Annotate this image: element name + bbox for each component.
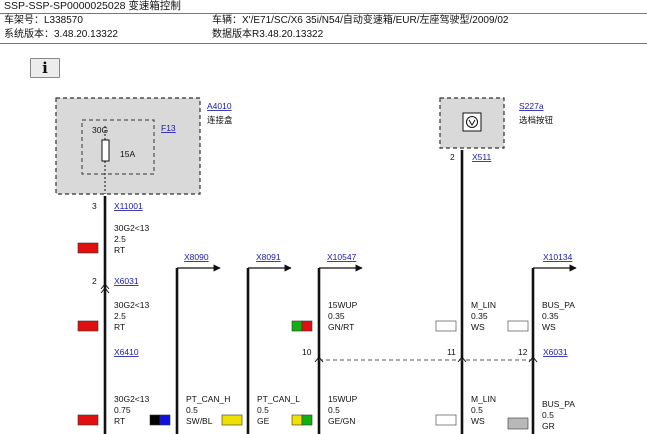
wire-label-circuit: 15WUP [328, 394, 358, 404]
header-row-2: 系统版本：3.48.20.13322 数据版本R3.48.20.13322 [0, 29, 647, 43]
header-divider-bottom [0, 43, 647, 44]
connector-x6031-pin: 2 [92, 276, 97, 286]
wire-label-size: 0.5 [257, 405, 269, 415]
info-button[interactable]: i [30, 58, 60, 78]
wire-label-color: WS [471, 322, 485, 332]
connector-x6031-symbol [100, 283, 110, 294]
wire-color-swatch-red [301, 320, 313, 332]
wire-color-swatch [435, 320, 457, 332]
connector-x511-pin: 2 [450, 152, 455, 162]
wire-label-size: 0.5 [542, 410, 554, 420]
wire-label-circuit: 30G2<13 [114, 300, 149, 310]
wire-color-swatch [221, 414, 243, 426]
fuse-pin-label: 30G [92, 125, 108, 135]
wire-color-swatch-green [291, 320, 303, 332]
wire-label-circuit: BUS_PA [542, 300, 575, 310]
wire-color-swatch [77, 320, 99, 332]
wire-label-color: WS [471, 416, 485, 426]
header-row-1: 车架号：L338570 车辆：X'/E71/SC/X6 35i/N54/自动变速… [0, 15, 647, 29]
wire-color-swatch [435, 414, 457, 426]
wire-label-color: RT [114, 416, 125, 426]
wire-label-circuit: M_LIN [471, 394, 496, 404]
wire-label-color: GE/GN [328, 416, 355, 426]
wire-label-color: WS [542, 322, 556, 332]
wire-color-swatch [77, 414, 99, 426]
wire-color-swatch [77, 242, 99, 254]
wire-color-swatch [507, 417, 529, 430]
selector-button-link[interactable]: S227a [519, 101, 544, 111]
system-version: 系统版本：3.48.20.13322 [4, 29, 118, 40]
wire-label-circuit: PT_CAN_L [257, 394, 300, 404]
connector-x11001-pin: 3 [92, 201, 97, 211]
connector-x8091-link[interactable]: X8091 [256, 252, 281, 262]
fuse-icon [101, 139, 110, 162]
wire-label-size: 0.35 [542, 311, 559, 321]
wire-label-circuit: 15WUP [328, 300, 358, 310]
junction-box-name: 连接盒 [207, 115, 233, 125]
wire-color-swatch-green [301, 414, 313, 426]
selector-button-icon [462, 112, 482, 132]
wire-label-color: GE [257, 416, 270, 426]
wire-label-color: RT [114, 245, 125, 255]
data-version: 数据版本R3.48.20.13322 [212, 29, 324, 40]
wire-label-circuit: 30G2<13 [114, 394, 149, 404]
wire-color-swatch [507, 320, 529, 332]
junction-box-link[interactable]: A4010 [207, 101, 232, 111]
selector-button-arrow-icon [468, 119, 476, 126]
connector-x6031-link[interactable]: X6031 [114, 276, 139, 286]
wire-label-circuit: BUS_PA [542, 399, 575, 409]
fuse-f13-link[interactable]: F13 [161, 123, 176, 133]
wire-label-size: 0.75 [114, 405, 131, 415]
wire-label-size: 2.5 [114, 234, 126, 244]
wire-color-swatch-blue [159, 414, 171, 426]
connector-x6410-link[interactable]: X6410 [114, 347, 139, 357]
selector-button-name: 选档按钮 [519, 115, 554, 125]
connector-x6031-pin-10: 10 [302, 347, 312, 357]
wire-label-size: 2.5 [114, 311, 126, 321]
header-divider [0, 13, 647, 14]
connector-x6031-bus-link[interactable]: X6031 [543, 347, 568, 357]
connector-x6031-pin-12: 12 [518, 347, 528, 357]
connector-x8090-link[interactable]: X8090 [184, 252, 209, 262]
wire-color-swatch-yellow [291, 414, 303, 426]
wire-label-size: 0.5 [186, 405, 198, 415]
wire-label-circuit: PT_CAN_H [186, 394, 230, 404]
wire-label-color: GR [542, 421, 555, 431]
wire-label-size: 0.5 [471, 405, 483, 415]
wire-label-color: RT [114, 322, 125, 332]
selector-button-knob-icon [466, 116, 478, 128]
connector-x10547-link[interactable]: X10547 [327, 252, 357, 262]
fuse-rating: 15A [120, 149, 135, 159]
wire-color-swatch-black [149, 414, 161, 426]
connector-x6031-pin-11: 11 [447, 347, 456, 357]
connector-x6031-bus-pins [314, 356, 538, 363]
wire-label-color: GN/RT [328, 322, 354, 332]
diagram-title: SSP-SSP-SP0000025028 变速箱控制 [4, 0, 181, 12]
wire-label-color: SW/BL [186, 416, 213, 426]
wire-label-circuit: 30G2<13 [114, 223, 149, 233]
connector-x10134-link[interactable]: X10134 [543, 252, 573, 262]
wire-label-circuit: M_LIN [471, 300, 496, 310]
chassis-number: 车架号：L338570 [4, 15, 83, 26]
connector-x511-link[interactable]: X511 [472, 152, 491, 162]
connector-x11001-link[interactable]: X11001 [114, 201, 143, 211]
vehicle-info: 车辆：X'/E71/SC/X6 35i/N54/自动变速箱/EUR/左座驾驶型/… [212, 15, 509, 26]
wire-label-size: 0.5 [328, 405, 340, 415]
fuse-f13-box [81, 119, 155, 175]
wire-label-size: 0.35 [471, 311, 488, 321]
wire-label-size: 0.35 [328, 311, 345, 321]
